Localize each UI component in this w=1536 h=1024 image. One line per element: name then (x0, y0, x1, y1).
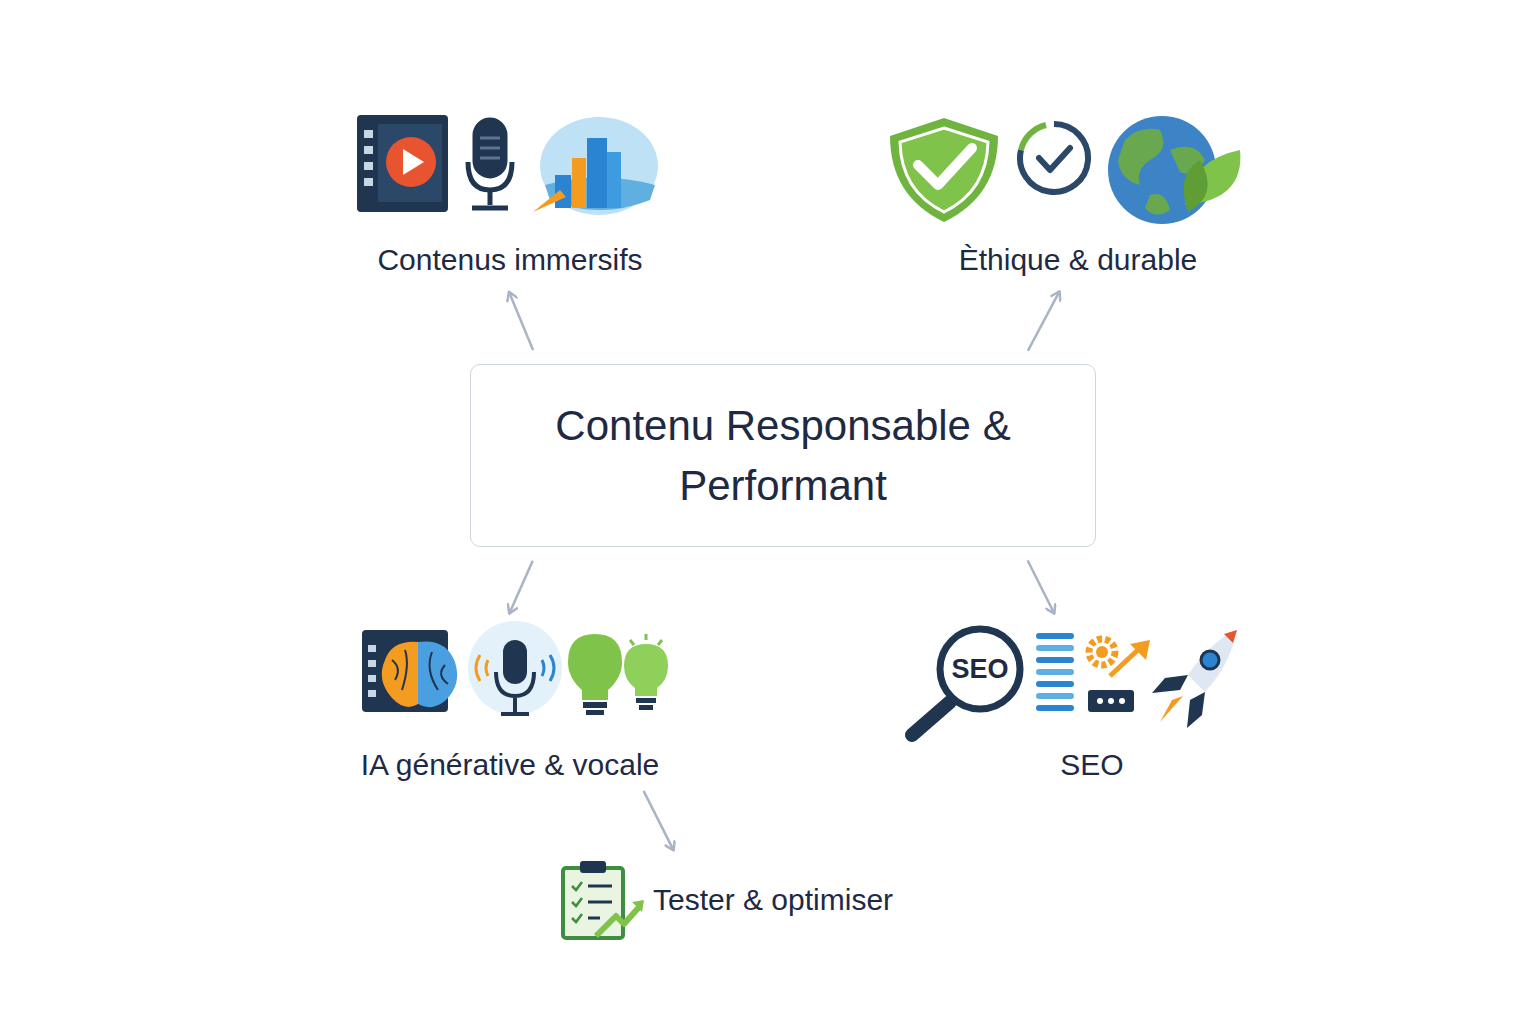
node-label: Tester & optimiser (653, 882, 945, 918)
globe-icon (1108, 116, 1240, 224)
topic-node: Èthique & durable (888, 110, 1268, 278)
topic-node: IA générative & vocale (330, 620, 690, 783)
topic-node: Contenus immersifs (340, 110, 680, 278)
microphone-icon (468, 120, 512, 208)
lightbulb-icons (568, 634, 668, 715)
shield-icon (890, 118, 998, 222)
ai-brain-icon (362, 630, 457, 712)
connector-arrow (509, 293, 532, 349)
node-label: SEO (934, 747, 1250, 783)
video-icon (357, 115, 448, 212)
node-label: Contenu Responsable & Performant (551, 396, 1016, 516)
node-label: IA générative & vocale (330, 747, 690, 783)
connector-arrow (644, 792, 673, 850)
central-box: Contenu Responsable & Performant (470, 364, 1096, 547)
city-icon (533, 117, 658, 215)
connector-arrow (1028, 561, 1054, 613)
topic-node: SEO (900, 620, 1250, 783)
topic-node: Tester & optimiser (555, 855, 945, 918)
check-circle-icon (1020, 124, 1088, 192)
icon-label: SEO (951, 654, 1008, 684)
connector-arrow (510, 562, 533, 613)
node-label: Èthique & durable (888, 242, 1268, 278)
voice-mic-icon (468, 621, 562, 715)
node-label: Contenus immersifs (340, 242, 680, 278)
seo-tools-icon (1036, 633, 1150, 712)
clipboard-icon (563, 861, 644, 938)
rocket-icon (1152, 630, 1237, 728)
seo-magnifier-icon (912, 629, 1020, 735)
connector-arrow (1028, 292, 1059, 350)
